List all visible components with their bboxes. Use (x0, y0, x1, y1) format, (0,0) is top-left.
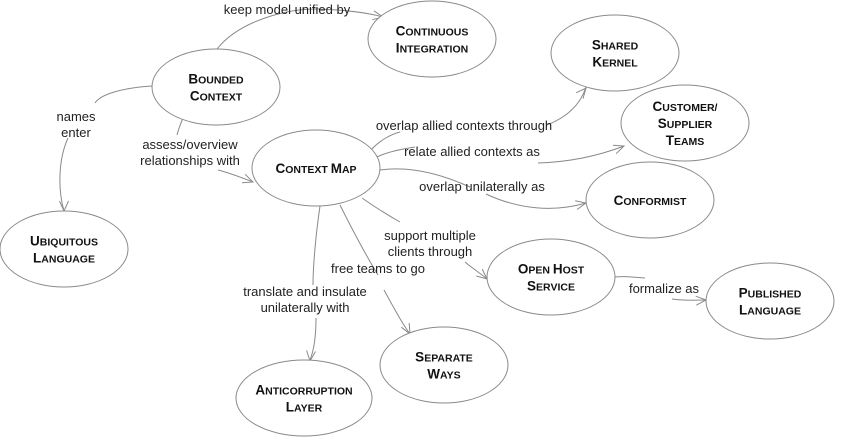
edge-label-line: unilaterally with (261, 300, 350, 315)
node-open-host-service: OPEN HOST SERVICE (486, 238, 616, 316)
node-label: TEAMS (666, 133, 705, 148)
node-label: SUPPLIER (658, 116, 713, 131)
node-label: CONTINUOUS (396, 24, 469, 39)
node-label: LANGUAGE (739, 303, 801, 318)
edge-line (339, 204, 411, 335)
node-ellipse (585, 161, 715, 239)
edge-line (361, 197, 488, 280)
edge-bounded-context-to-ubiquitous-language (59, 85, 153, 213)
edge-label-line: clients through (388, 244, 473, 259)
edge-line (376, 145, 625, 164)
edge-label-line: formalize as (629, 281, 700, 296)
node-label: KERNEL (592, 55, 638, 70)
edge-line (379, 168, 587, 209)
edge-line (309, 205, 321, 361)
node-label: OPEN HOST (518, 262, 585, 277)
edge-label-line: translate and insulate (243, 284, 367, 299)
node-ellipse (550, 14, 680, 92)
node-ellipse (0, 210, 129, 288)
node-label: CONFORMIST (614, 193, 687, 208)
node-label: PUBLISHED (739, 286, 802, 301)
arrow-head-icon (575, 87, 587, 99)
edge-label: formalize as (629, 281, 700, 296)
edge-label-line: enter (61, 125, 91, 140)
arrow-head-icon (400, 322, 411, 336)
node-label: BOUNDED (188, 72, 244, 87)
node-ellipse (705, 262, 835, 340)
node-label: LANGUAGE (33, 251, 95, 266)
edge-label: overlap allied contexts through (376, 118, 552, 133)
edge-line (59, 85, 153, 212)
edge-label-line: relate allied contexts as (404, 144, 540, 159)
node-label: UBIQUITOUS (30, 234, 98, 249)
node-ellipse (620, 84, 750, 162)
node-label: LAYER (286, 400, 323, 415)
edge-label: relate allied contexts as (404, 144, 540, 159)
edge-label-line: names (56, 109, 96, 124)
edge-label-line: assess/overview (142, 137, 238, 152)
node-context-map: CONTEXT MAP (251, 129, 381, 207)
node-ellipse (367, 0, 497, 78)
node-ellipse (251, 129, 381, 207)
node-label: CUSTOMER/ (653, 99, 718, 114)
node-customer-supplier-teams: CUSTOMER/SUPPLIER TEAMS (620, 84, 750, 162)
edge-label-line: overlap allied contexts through (376, 118, 552, 133)
node-published-language: PUBLISHED LANGUAGE (705, 262, 835, 340)
arrow-head-icon (695, 295, 708, 306)
edge-line (371, 86, 587, 150)
edge-line (614, 276, 707, 301)
edge-context-map-to-shared-kernel (371, 86, 587, 150)
node-separate-ways: SEPARATE WAYS (379, 326, 509, 404)
edge-line (216, 8, 384, 50)
edge-context-map-to-customer-supplier-teams (376, 144, 626, 164)
node-ellipse (235, 359, 373, 437)
node-anticorruption-layer: ANTICORRUPTION LAYER (235, 359, 373, 437)
node-conformist: CONFORMIST (585, 161, 715, 239)
node-label: WAYS (427, 367, 460, 382)
arrow-head-icon (241, 173, 255, 184)
node-label: INTEGRATION (396, 41, 468, 56)
node-label: CONTEXT MAP (275, 161, 356, 176)
edge-label-line: support multiple (384, 228, 476, 243)
nodes-layer: BOUNDED CONTEXT CONTINUOUS INTEGRATION UBIQU… (0, 0, 835, 437)
node-label: SHARED (592, 38, 639, 53)
node-label: CONTEXT (190, 89, 243, 104)
edge-label-line: relationships with (140, 153, 240, 168)
node-bounded-context: BOUNDED CONTEXT (151, 48, 281, 126)
node-label: SERVICE (527, 279, 575, 294)
node-ellipse (486, 238, 616, 316)
edge-label: free teams to go (331, 261, 425, 276)
node-ellipse (151, 48, 281, 126)
edge-label-line: keep model unified by (224, 2, 351, 17)
edge-label: overlap unilaterally as (419, 179, 545, 194)
edge-label-line: free teams to go (331, 261, 425, 276)
node-ellipse (379, 326, 509, 404)
edge-label-line: overlap unilaterally as (419, 179, 545, 194)
arrow-head-icon (612, 144, 626, 155)
edge-label: keep model unified by (224, 2, 351, 17)
node-label: SEPARATE (415, 350, 473, 365)
node-shared-kernel: SHARED KERNEL (550, 14, 680, 92)
node-ubiquitous-language: UBIQUITOUS LANGUAGE (0, 210, 129, 288)
node-continuous-integration: CONTINUOUS INTEGRATION (367, 0, 497, 78)
node-label: ANTICORRUPTION (255, 383, 352, 398)
